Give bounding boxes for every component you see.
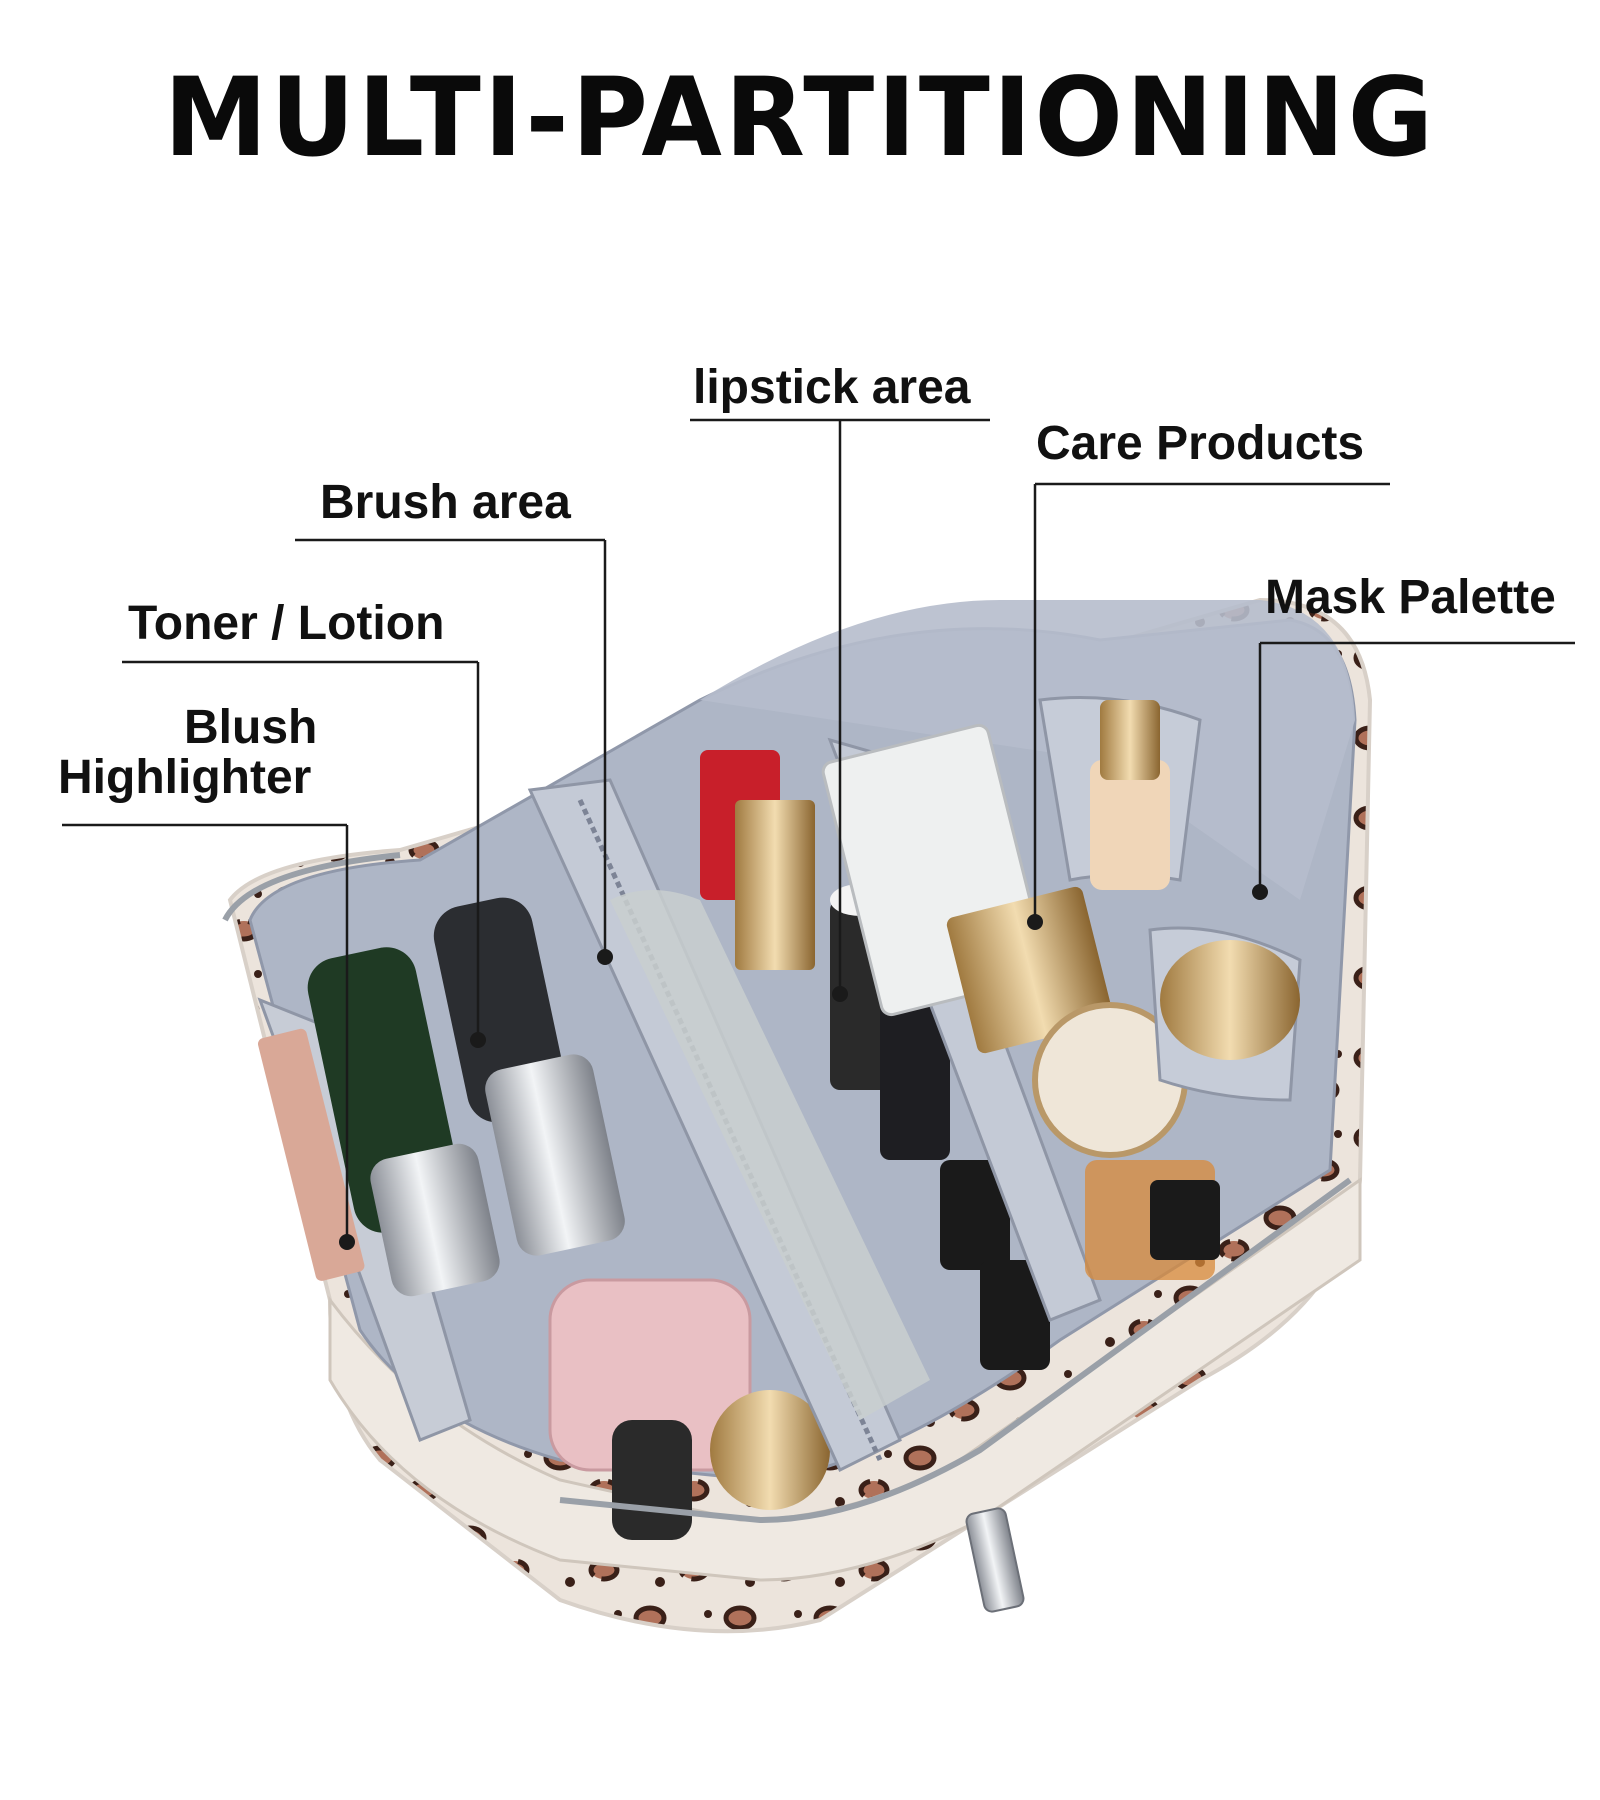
leader-lines	[62, 418, 1575, 1240]
leader-dots	[339, 884, 1268, 1250]
label-highlighter: Highlighter	[58, 751, 312, 804]
label-toner-lotion: Toner / Lotion	[128, 597, 445, 650]
label-lipstick-area: lipstick area	[693, 361, 971, 414]
lid-lining	[700, 600, 1355, 900]
dot-toner	[470, 1032, 486, 1048]
label-mask-palette: Mask Palette	[1265, 571, 1556, 624]
page-title: MULTI-PARTITIONING	[163, 52, 1437, 182]
dot-mask	[1252, 884, 1268, 900]
dot-lipstick	[832, 986, 848, 1002]
label-care-products: Care Products	[1036, 417, 1365, 470]
label-brush-area: Brush area	[320, 476, 571, 529]
label-blush: Blush	[184, 701, 318, 754]
dot-care	[1027, 914, 1043, 930]
dot-brush	[597, 949, 613, 965]
bag-trim	[328, 1177, 1362, 1582]
dot-blush	[339, 1234, 355, 1250]
